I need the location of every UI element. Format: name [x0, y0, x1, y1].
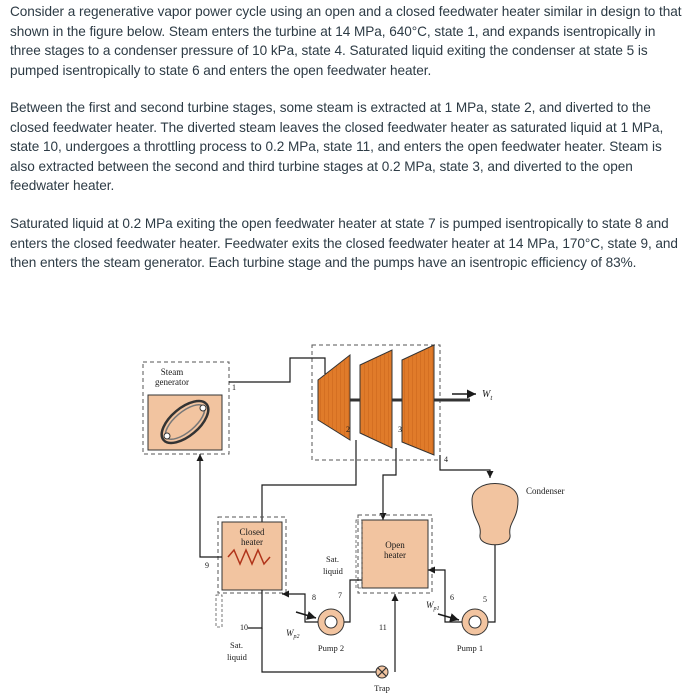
steam-generator-label-2: generator — [155, 377, 189, 387]
state-6-label: 6 — [450, 593, 454, 602]
trap-label: Trap — [374, 683, 390, 693]
pump-1-work-label: Wp1 — [426, 600, 440, 612]
sat-liquid-left-label-1: Sat. — [230, 640, 243, 650]
problem-paragraph-3: Saturated liquid at 0.2 MPa exiting the … — [10, 216, 678, 271]
trap: Trap — [374, 665, 390, 693]
closed-heater: Closed heater — [217, 516, 287, 594]
sat-liquid-mid-label-1: Sat. — [326, 554, 339, 564]
pump-1-work-arrow — [437, 613, 460, 622]
open-heater-label-1: Open — [385, 540, 405, 550]
state-1-label: 1 — [232, 383, 236, 392]
problem-paragraph-1: Consider a regenerative vapor power cycl… — [10, 4, 682, 78]
sat-liquid-left-label-2: liquid — [227, 652, 248, 662]
pump-1: Pump 1 — [457, 608, 489, 653]
pump-2-label: Pump 2 — [318, 643, 344, 653]
steam-generator-label-1: Steam — [161, 367, 184, 377]
closed-heater-label-2: heater — [241, 537, 263, 547]
turbine — [311, 344, 470, 461]
sat-liquid-mid-label-2: liquid — [323, 566, 344, 576]
closed-heater-label-1: Closed — [239, 527, 265, 537]
condenser: Condenser — [471, 483, 565, 546]
pump-2: Pump 2 — [317, 608, 345, 653]
pump-1-label: Pump 1 — [457, 643, 483, 653]
state-4-label: 4 — [444, 455, 448, 464]
state-10-label: 10 — [240, 623, 248, 632]
open-heater-label-2: heater — [384, 550, 406, 560]
pump-2-work-label: Wp2 — [286, 628, 300, 640]
problem-paragraph-2: Between the first and second turbine sta… — [10, 100, 664, 194]
state-3-label: 3 — [398, 425, 402, 434]
steam-generator: Steam generator — [142, 361, 230, 455]
turbine-work-label: Wt — [482, 389, 493, 402]
state-2-label: 2 — [346, 425, 350, 434]
state-7-label: 7 — [338, 591, 342, 600]
state-9-label: 9 — [205, 561, 209, 570]
open-heater: Open heater — [357, 514, 433, 594]
condenser-label: Condenser — [526, 486, 565, 496]
state-8-label: 8 — [312, 593, 316, 602]
state-11-label: 11 — [379, 623, 387, 632]
pump-2-work-arrow — [295, 611, 317, 620]
state-5-label: 5 — [483, 595, 487, 604]
